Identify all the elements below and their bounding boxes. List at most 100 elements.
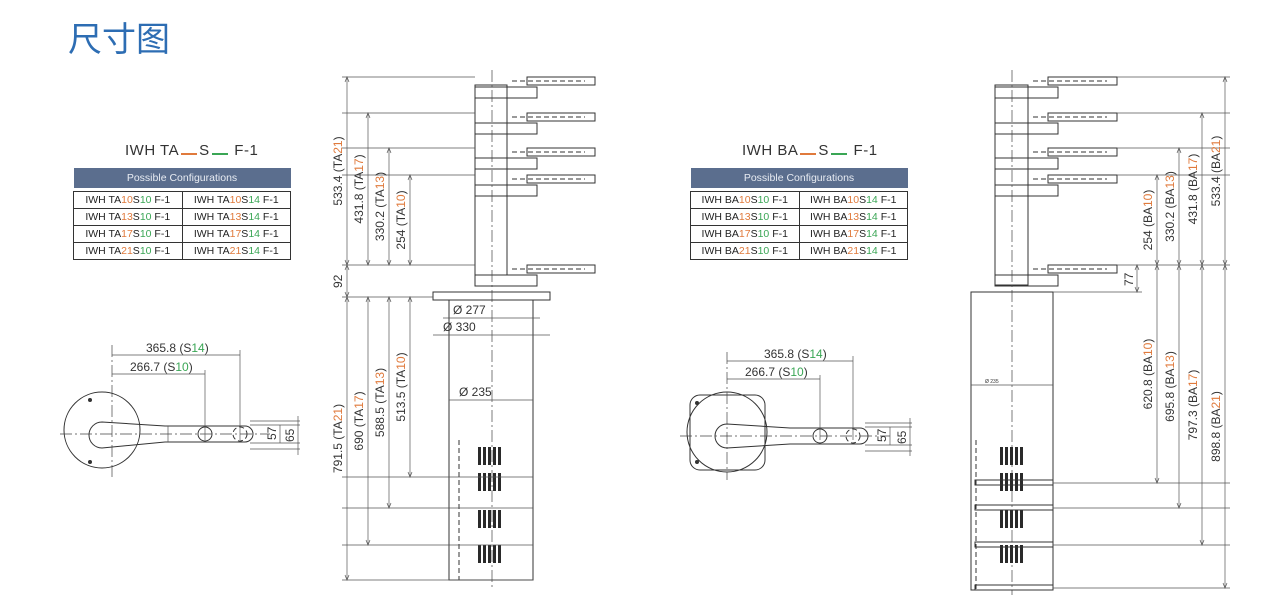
height-dim-label-post: ) (1163, 171, 1177, 175)
gripper-arm (474, 157, 538, 170)
depth-dim-label-post: ) (1163, 351, 1177, 355)
height-dim-label: 533.4 (BA21) (1209, 136, 1223, 207)
depth-dim-label-pre: 690 (TA (352, 409, 366, 451)
arrow (386, 502, 392, 509)
height-dim-label: 254 (BA10) (1141, 190, 1155, 251)
height-dim-label-post: ) (373, 172, 387, 176)
arrow (386, 147, 392, 154)
height-dim-label: 431.8 (BA17) (1186, 154, 1200, 225)
gripper-finger (1047, 112, 1118, 122)
arrow (407, 174, 413, 181)
table-header: Possible Configurations (690, 168, 908, 188)
gripper-arm (474, 274, 538, 287)
height-dim-label-hl: 13 (373, 176, 387, 190)
height-dim-label-pre: 254 (TA (394, 208, 408, 250)
height-dim-label: 330.2 (TA13) (373, 172, 387, 241)
arrow (1199, 112, 1205, 119)
height-dim-label: 330.2 (BA13) (1163, 171, 1177, 242)
ta-top-view: 365.8 (S14) 266.7 (S10) 57 65 (60, 341, 300, 480)
height-dim-label-hl: 17 (352, 158, 366, 172)
vent-grille (1000, 510, 1003, 528)
diameter-label-d330: Ø 330 (443, 320, 476, 334)
vent-grille (483, 510, 486, 528)
arrow (1222, 582, 1228, 589)
depth-dim-label-hl: 13 (373, 372, 387, 386)
vent-grille (1000, 447, 1003, 465)
mounting-plate (974, 479, 1054, 486)
gripper-finger (526, 112, 596, 122)
vent-grille (488, 510, 491, 528)
gripper-finger (1047, 264, 1118, 274)
gripper-finger (1047, 147, 1118, 157)
arrow (1176, 502, 1182, 509)
gripper-finger (526, 174, 596, 184)
arrow (344, 76, 350, 83)
reach-s14-label: 365.8 (S14) (146, 341, 209, 355)
arrow (1176, 147, 1182, 154)
arrow (365, 296, 371, 303)
height-dim-label-post: ) (352, 154, 366, 158)
model-prefix: IWH BA (742, 142, 799, 159)
depth-dim-label-post: ) (373, 368, 387, 372)
arrow (344, 574, 350, 581)
gripper-arm (994, 122, 1059, 135)
depth-dim-label-pre: 791.5 (TA (331, 421, 345, 473)
depth-dim-label: 620.8 (BA10) (1141, 339, 1155, 410)
arrow (1134, 264, 1140, 271)
vent-grille (493, 545, 496, 563)
config-cell: IWH BA13S10 F-1 (690, 208, 800, 226)
arrow (365, 539, 371, 546)
offset-dim-label: 92 (331, 274, 345, 288)
depth-dim-label: 797.3 (BA17) (1186, 370, 1200, 441)
height-dim-label-post: ) (1209, 136, 1223, 140)
config-cell: IWH BA13S14 F-1 (798, 208, 908, 226)
vent-grille (478, 545, 481, 563)
depth-dim-label-post: ) (331, 404, 345, 408)
motor-body (448, 299, 534, 581)
vent-grille (1005, 545, 1008, 563)
height-dim-label: 533.4 (TA21) (331, 136, 345, 205)
arrow (365, 112, 371, 119)
depth-dim-label-hl: 10 (1141, 342, 1155, 356)
config-cell: IWH TA17S14 F-1 (181, 225, 291, 243)
ba-side-view: 254 (BA10)620.8 (BA10)330.2 (BA13)695.8 … (970, 70, 1230, 595)
depth-dim-label-post: ) (1186, 370, 1200, 374)
depth-dim-label-hl: 17 (352, 395, 366, 409)
vent-grille (478, 510, 481, 528)
arrow (386, 259, 392, 266)
model-mid: S (199, 142, 210, 159)
arrow (407, 259, 413, 266)
depth-dim-label-hl: 10 (394, 356, 408, 370)
arrow (344, 291, 350, 298)
diameter-label-d235: Ø 235 (985, 379, 999, 385)
height-dim-label-post: ) (1141, 190, 1155, 194)
depth-dim-label-post: ) (394, 352, 408, 356)
stroke-blank (830, 153, 847, 155)
height-dim-label-post: ) (331, 136, 345, 140)
vent-grille (1020, 510, 1023, 528)
arrow (1222, 264, 1228, 271)
table-header: Possible Configurations (73, 168, 291, 188)
ba-top-view: 365.8 (S14) 266.7 (S10) 57 65 (680, 347, 912, 480)
config-cell: IWH TA21S14 F-1 (181, 242, 291, 260)
vent-grille (1000, 473, 1003, 491)
gripper-arm (994, 274, 1059, 287)
vent-grille (498, 545, 501, 563)
gripper-arm (994, 184, 1059, 197)
depth-dim-label-post: ) (352, 391, 366, 395)
height-dim-label-hl: 21 (1209, 139, 1223, 153)
vent-grille (1010, 545, 1013, 563)
reach-s14-label: 365.8 (S14) (764, 347, 827, 361)
height-dim-label-hl: 13 (1163, 175, 1177, 189)
column (474, 84, 508, 276)
height-dim-label-pre: 533.4 (BA (1209, 153, 1223, 206)
vent-grille (478, 447, 481, 465)
gripper-arm (474, 122, 538, 135)
vent-grille (483, 545, 486, 563)
